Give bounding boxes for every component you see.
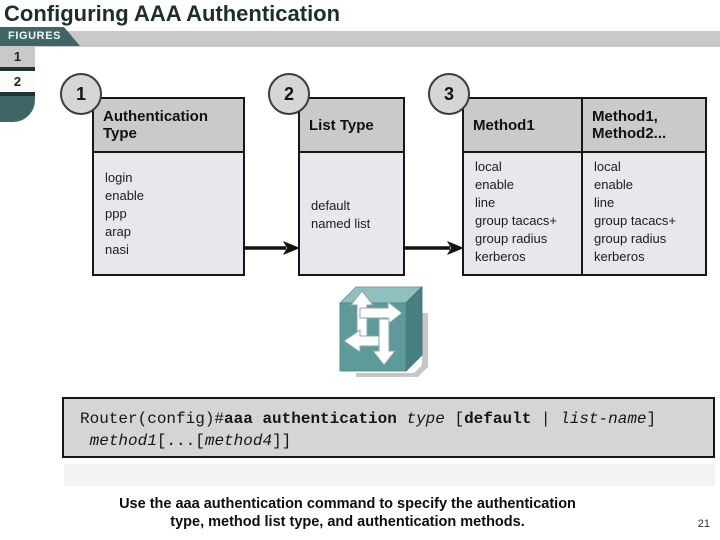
figures-bar	[0, 31, 720, 47]
figure-nav-accent-shape	[0, 96, 35, 122]
command-box: Router(config)#aaa authentication type […	[62, 397, 715, 458]
flow-box-item: arap	[105, 224, 132, 239]
page-number: 21	[697, 518, 710, 530]
step-badge-3: 3	[428, 73, 470, 115]
flow-box-method1: Method1 local enable line group tacacs+ grou…	[462, 97, 583, 276]
command-segment: method4	[204, 432, 273, 450]
caption-line-2: type, method list type, and authenticati…	[170, 514, 525, 530]
caption-line-1: Use the aaa authentication command to sp…	[119, 496, 576, 512]
command-segment: method1	[89, 432, 157, 450]
caption: Use the aaa authentication command to sp…	[0, 495, 695, 531]
flow-box-item: group radius	[594, 231, 667, 246]
flow-box-list-type: List Type default named list	[298, 97, 405, 276]
step-badge-2: 2	[268, 73, 310, 115]
figure-nav-item-2[interactable]: 2	[0, 71, 35, 96]
page-title: Configuring AAA Authentication	[4, 1, 341, 26]
flow-box-item: ppp	[105, 206, 127, 221]
command-segment: Router(config)#	[80, 410, 225, 428]
flow-box-header: Authentication Type	[94, 99, 243, 153]
flow-box-header: Method1, Method2...	[583, 99, 705, 153]
command-segment: |	[531, 410, 561, 428]
flow-box-item: group tacacs+	[594, 213, 677, 228]
flow-box-authentication-type: Authentication Type login enable ppp arap na…	[92, 97, 245, 276]
flow-box-item: group radius	[475, 231, 548, 246]
flow-box-item: local	[594, 159, 621, 174]
flow-box-method1-method2: Method1, Method2... local enable line group…	[581, 97, 707, 276]
flow-box-item: login	[105, 170, 133, 185]
flow-box-body: login enable ppp arap nasi	[94, 153, 243, 259]
command-segment	[80, 432, 90, 450]
command-segment: ]]	[272, 432, 292, 450]
command-segment: [	[444, 410, 465, 428]
command-segment: type	[406, 410, 445, 428]
command-segment: [...[	[156, 432, 205, 450]
flow-box-body: local enable line group tacacs+ group radius…	[583, 153, 705, 266]
flow-box-item: kerberos	[475, 249, 526, 264]
arrow-right-icon	[244, 241, 300, 255]
command-segment: ]	[646, 410, 657, 428]
command-segment: aaa authentication	[224, 410, 397, 428]
command-segment: default	[464, 410, 532, 428]
flow-box-item: line	[475, 195, 496, 210]
flow-box-body: local enable line group tacacs+ group radius…	[464, 153, 581, 266]
step-badge-1: 1	[60, 73, 102, 115]
command-segment: list-name	[560, 410, 647, 428]
flow-box-item: enable	[594, 177, 634, 192]
flow-box-header: Method1	[464, 99, 581, 153]
flow-box-item: line	[594, 195, 615, 210]
flow-box-header: List Type	[300, 99, 403, 153]
flow-box-body: default named list	[300, 153, 403, 233]
flow-box-item: enable	[475, 177, 515, 192]
figures-tab[interactable]: FIGURES	[0, 27, 80, 46]
flow-box-item: kerberos	[594, 249, 645, 264]
flow-box-item: group tacacs+	[475, 213, 558, 228]
figure-nav-item-1[interactable]: 1	[0, 46, 35, 71]
command-line-2: method1[...[method4]]	[80, 430, 713, 452]
flow-box-item: named list	[311, 216, 371, 231]
flow-box-item: nasi	[105, 242, 129, 257]
command-line-1: Router(config)#aaa authentication type […	[80, 408, 713, 430]
flow-box-item: default	[311, 198, 351, 213]
flow-box-item: enable	[105, 188, 145, 203]
router-icon	[339, 286, 428, 377]
arrow-right-icon	[403, 241, 464, 255]
figure-footer-strip	[64, 464, 715, 486]
flow-box-item: local	[475, 159, 502, 174]
